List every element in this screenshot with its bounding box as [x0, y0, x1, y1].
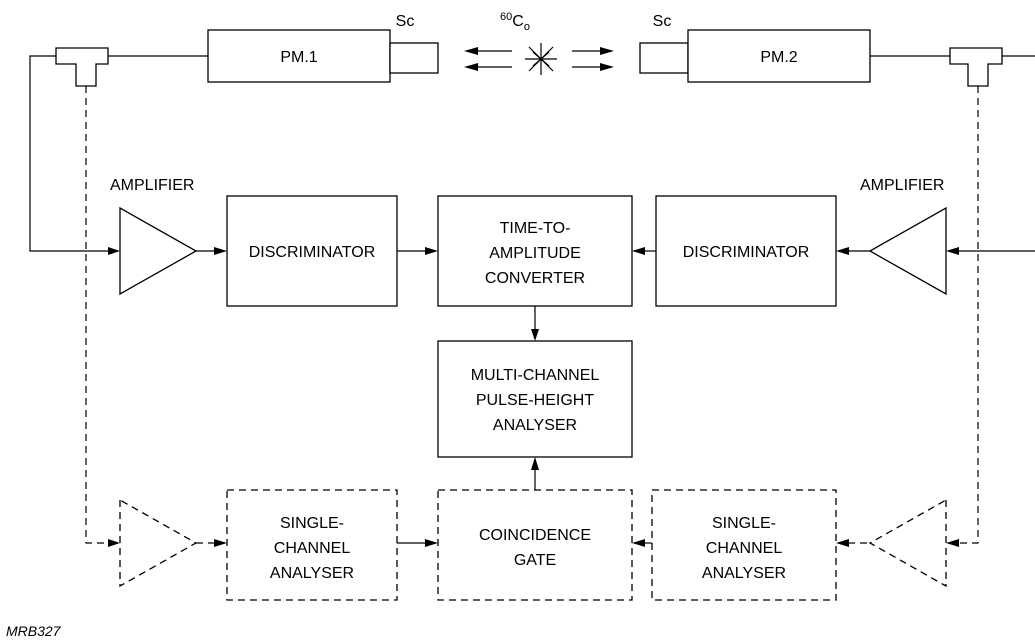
- sca-right-label-1: SINGLE-: [712, 515, 776, 532]
- mca-label-2: PULSE-HEIGHT: [476, 392, 594, 409]
- scintillator-right: [639, 42, 689, 74]
- amplifier-right-triangle: [868, 206, 947, 296]
- pm2-box: [687, 29, 871, 83]
- dashed-line-right: [958, 86, 979, 544]
- sca-right-box: [651, 489, 837, 601]
- tac-label-2: AMPLITUDE: [489, 245, 581, 262]
- pm1-label: PM.1: [280, 49, 317, 66]
- discriminator-left-label: DISCRIMINATOR: [249, 244, 376, 261]
- sc-right-label: Sc: [653, 13, 672, 30]
- sca-left-label-2: CHANNEL: [274, 540, 351, 557]
- amplifier-left-triangle: [119, 206, 198, 296]
- scintillator-left: [389, 42, 439, 74]
- discriminator-right-label: DISCRIMINATOR: [683, 244, 810, 261]
- amplifier-left-label: AMPLIFIER: [110, 177, 194, 194]
- t-connector-right: [949, 47, 1003, 87]
- sca-left-box: [226, 489, 398, 601]
- sca-right-label-2: CHANNEL: [706, 540, 783, 557]
- pm2-label: PM.2: [760, 49, 797, 66]
- t-connector-left: [55, 47, 109, 87]
- gamma-arrows-right: [572, 47, 614, 71]
- sca-amplifier-left-triangle: [119, 498, 198, 588]
- source-label: 60Co: [500, 11, 530, 33]
- tac-label-1: TIME-TO-: [500, 220, 571, 237]
- discriminator-right-box: [655, 195, 837, 307]
- sca-amplifier-right-triangle: [868, 498, 947, 588]
- dashed-line-left: [85, 86, 110, 544]
- amplifier-right-label: AMPLIFIER: [860, 177, 944, 194]
- sca-left-label-3: ANALYSER: [270, 565, 354, 582]
- mca-label-1: MULTI-CHANNEL: [471, 367, 600, 384]
- arrow-into-amp-left: [108, 247, 120, 255]
- source-star-icon: [525, 43, 557, 75]
- coincidence-gate-box: [437, 489, 633, 601]
- signal-line-left-main: [29, 55, 110, 252]
- mca-label-3: ANALYSER: [493, 417, 577, 434]
- sca-left-label-1: SINGLE-: [280, 515, 344, 532]
- coincidence-label-2: GATE: [514, 552, 556, 569]
- gamma-arrows-left: [464, 47, 512, 71]
- sc-left-label: Sc: [396, 13, 415, 30]
- discriminator-left-box: [226, 195, 398, 307]
- tac-box: [437, 195, 633, 307]
- tac-label-3: CONVERTER: [485, 270, 585, 287]
- sca-right-label-3: ANALYSER: [702, 565, 786, 582]
- coincidence-label-1: COINCIDENCE: [479, 527, 591, 544]
- figure-reference: MRB327: [6, 623, 62, 639]
